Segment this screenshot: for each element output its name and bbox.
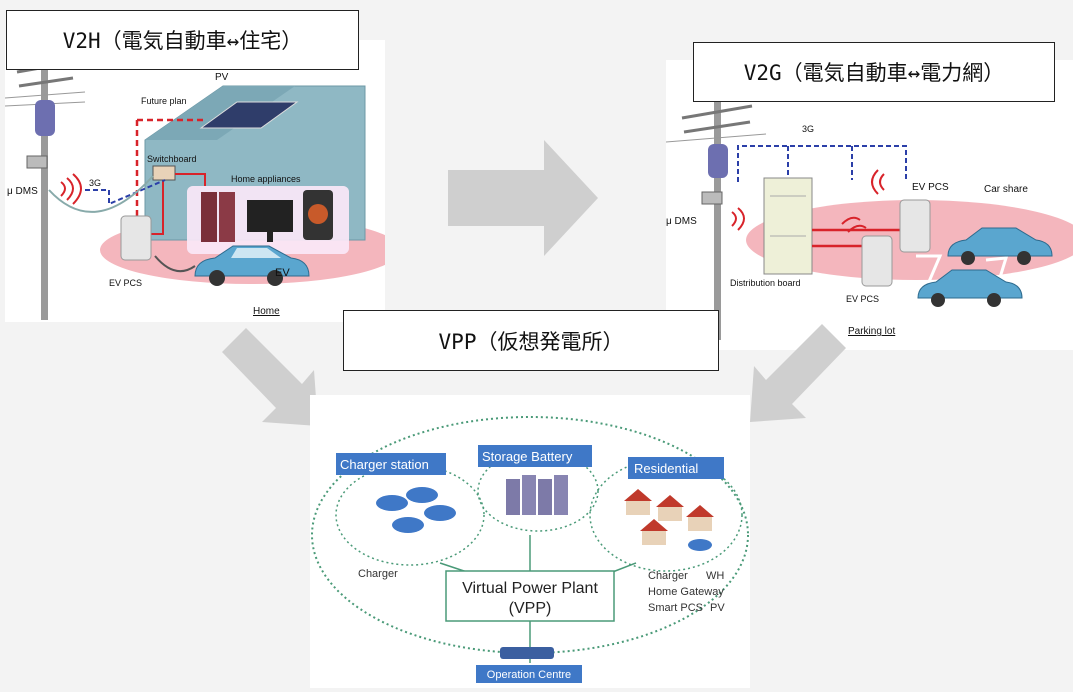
v2g-panel: 3G EV PCS Car share μ DMS Distribution b…: [665, 60, 1073, 350]
3g-label: 3G: [802, 124, 814, 134]
distribution-board-icon: [763, 177, 813, 275]
v2h-illustration: PV Future plan Switchboard Home applianc…: [4, 60, 400, 320]
smart-pcs-label: Smart PCS: [648, 602, 703, 614]
vpp-illustration: Charger station Storage Battery Resident…: [311, 416, 749, 683]
ev-pcs-icon: [120, 215, 152, 261]
v2h-panel: PV Future plan Switchboard Home applianc…: [4, 40, 400, 322]
storage-circle: [477, 450, 599, 532]
ev-car-icon: [194, 245, 310, 286]
vpp-center-line2: (VPP): [509, 600, 552, 617]
switchboard-icon: [152, 165, 176, 181]
v2h-title: V2H（電気自動車↔住宅）: [6, 10, 359, 70]
car-share-label: Car share: [984, 184, 1028, 195]
charger-station-circle: [335, 464, 485, 566]
wireless-signal-icon: [731, 207, 745, 231]
down-right-arrow-icon: [222, 328, 318, 426]
vpp-panel: Charger station Storage Battery Resident…: [310, 395, 750, 688]
vpp-center-line1: Virtual Power Plant: [462, 580, 598, 597]
home-gateway-label: Home Gateway: [648, 586, 724, 598]
operation-centre-label-box: [476, 665, 582, 683]
comm-line-3g: [737, 145, 907, 182]
station-cars-icon: [376, 487, 456, 533]
operation-centre-label: Operation Centre: [487, 669, 571, 681]
residential-label: Residential: [634, 461, 698, 476]
ev-pcs-top-label: EV PCS: [912, 182, 949, 193]
ev-car-top-icon: [947, 227, 1053, 265]
ev-car-bottom-icon: [917, 269, 1023, 307]
v2g-title: V2G（電気自動車↔電力網）: [693, 42, 1055, 102]
transformer-icon: [708, 144, 728, 178]
ev-pcs-bottom-icon: [861, 235, 893, 287]
future-plan-label: Future plan: [141, 96, 187, 106]
utility-pole-icon: [714, 100, 721, 340]
tv-icon: [247, 200, 293, 232]
charger-right-label: Charger: [648, 570, 688, 582]
switchboard-label: Switchboard: [147, 154, 197, 164]
utility-pole-icon: [41, 60, 48, 320]
mu-dms-label: μ DMS: [666, 216, 697, 227]
solar-panel-icon: [199, 101, 299, 129]
vpp-title: VPP（仮想発電所）: [343, 310, 719, 371]
transformer-icon: [35, 100, 55, 136]
charger-station-label-box: [336, 453, 446, 475]
charger-left-label: Charger: [358, 568, 398, 580]
down-left-arrow-icon: [750, 324, 846, 422]
pv-label: PV: [710, 602, 725, 614]
storage-battery-label: Storage Battery: [482, 449, 573, 464]
3g-label: 3G: [89, 178, 101, 188]
residential-label-box: [628, 457, 724, 479]
home-label: Home: [253, 306, 280, 317]
ev-label: EV: [275, 267, 290, 279]
ev-pcs-top-icon: [899, 199, 931, 253]
operation-centre-ship-icon: [500, 647, 554, 659]
distribution-board-label: Distribution board: [730, 278, 801, 288]
parking-lot-label: Parking lot: [848, 326, 895, 337]
storage-battery-icon: [506, 475, 568, 515]
wireless-signal-icon: [60, 173, 82, 205]
home-appliances-label: Home appliances: [231, 174, 301, 184]
mu-dms-device-icon: [701, 191, 723, 205]
vpp-center-box: [445, 570, 615, 622]
vpp-boundary: [311, 416, 749, 654]
charger-station-label: Charger station: [340, 457, 429, 472]
storage-battery-label-box: [478, 445, 592, 467]
residential-houses-icon: [624, 489, 714, 551]
right-arrow-icon: [448, 140, 598, 256]
refrigerator-icon: [201, 192, 217, 242]
wh-label: WH: [706, 570, 724, 582]
ev-pcs-label: EV PCS: [109, 278, 142, 288]
pv-label: PV: [215, 72, 229, 83]
mu-dms-device-icon: [26, 155, 48, 169]
v2g-illustration: 3G EV PCS Car share μ DMS Distribution b…: [665, 100, 1073, 340]
ev-pcs-bottom-label: EV PCS: [846, 294, 879, 304]
mu-dms-label: μ DMS: [7, 186, 38, 197]
residential-circle: [589, 458, 743, 572]
